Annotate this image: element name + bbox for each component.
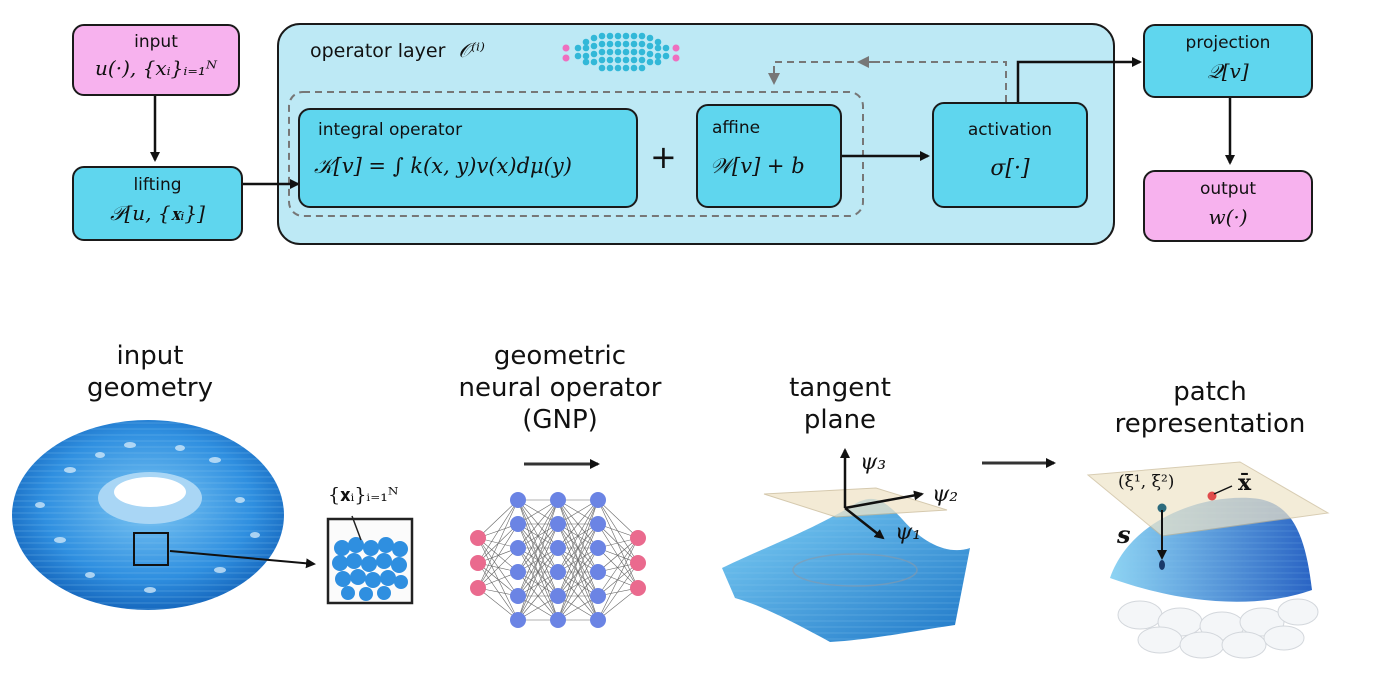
input-geometry-line2: geometry (86, 373, 213, 403)
nn-node (590, 516, 606, 532)
patch-line1: patch (1173, 377, 1247, 407)
psi3-label: ψ₃ (860, 450, 887, 475)
operator-dashed-frame (288, 91, 864, 217)
projection-formula: 𝒬[v] (1207, 59, 1249, 83)
integral-operator-box: integral operator 𝒦[v] = ∫ k(x, y)v(x)dμ… (298, 108, 638, 208)
nn-node (550, 564, 566, 580)
affine-formula: 𝒲[v] + b (710, 154, 805, 178)
nn-node (470, 555, 486, 571)
integral-operator-label: integral operator (318, 120, 463, 140)
tangent-line1: tangent (789, 373, 891, 403)
nn-node (510, 540, 526, 556)
nn-node (630, 580, 646, 596)
patch-line2: representation (1114, 409, 1306, 439)
input-box: input u(·), {xᵢ}ᵢ₌₁ᴺ (72, 24, 240, 96)
input-label: input (134, 32, 178, 52)
integral-operator-formula: 𝒦[v] = ∫ k(x, y)v(x)dμ(y) (314, 154, 572, 178)
tangent-plane-illustration (722, 448, 970, 642)
output-formula: w(·) (1208, 205, 1248, 229)
nn-node (590, 612, 606, 628)
affine-box: affine 𝒲[v] + b (696, 104, 842, 208)
nn-node (470, 580, 486, 596)
psi1-label: ψ₁ (895, 520, 922, 545)
plus-sign: + (650, 138, 677, 176)
xi-label: (ξ¹, ξ²) (1118, 472, 1175, 492)
input-geometry-caption: input geometry (60, 340, 240, 404)
nn-node (550, 612, 566, 628)
nn-node (510, 516, 526, 532)
lifting-formula: 𝒫[u, {𝐱ᵢ}] (110, 201, 205, 225)
xbar-label: x̄ (1238, 470, 1252, 496)
points-box-illustration (326, 515, 414, 605)
nn-node (550, 492, 566, 508)
input-formula: u(·), {xᵢ}ᵢ₌₁ᴺ (95, 56, 217, 80)
lifting-label: lifting (133, 175, 182, 195)
gno-line1: geometric (493, 341, 627, 371)
nn-node (550, 588, 566, 604)
nn-node (590, 588, 606, 604)
gno-caption: geometric neural operator (GNP) (420, 340, 700, 436)
nn-node (590, 492, 606, 508)
arrow-activation-to-projection (1016, 57, 1142, 102)
patch-illustration (1086, 461, 1330, 659)
nn-node (630, 555, 646, 571)
nn-node (590, 564, 606, 580)
operator-layer-formula: 𝒪⁽ⁱ⁾ (458, 38, 485, 62)
affine-label: affine (712, 118, 761, 138)
psi2-label: ψ₂ (932, 482, 959, 507)
points-set-label: {𝐱ᵢ}ᵢ₌₁ᴺ (328, 484, 399, 506)
tangent-line2: plane (803, 405, 877, 435)
projection-box: projection 𝒬[v] (1143, 24, 1313, 98)
zoom-square (133, 532, 169, 566)
activation-box: activation σ[·] (932, 102, 1088, 208)
feedback-dashed-arrow (768, 61, 1007, 102)
output-label: output (1199, 179, 1257, 199)
nn-node (510, 492, 526, 508)
neural-network-illustration (470, 492, 646, 628)
nn-node (550, 540, 566, 556)
projection-label: projection (1185, 33, 1271, 53)
nn-node (590, 540, 606, 556)
nn-node (470, 530, 486, 546)
zoom-arrow (169, 550, 316, 569)
activation-formula: σ[·] (990, 156, 1030, 181)
nn-node (630, 530, 646, 546)
s-label: s (1117, 520, 1131, 549)
torus-geometry-illustration (12, 420, 284, 610)
mini-network-icon (562, 32, 680, 72)
gno-line3: (GNP) (522, 405, 598, 435)
nn-node (510, 588, 526, 604)
patch-caption: patch representation (1090, 376, 1330, 440)
operator-layer-label: operator layer (310, 40, 446, 62)
gno-line2: neural operator (458, 373, 662, 403)
lifting-box: lifting 𝒫[u, {𝐱ᵢ}] (72, 166, 243, 241)
nn-node (510, 612, 526, 628)
tangent-caption: tangent plane (750, 372, 930, 436)
output-box: output w(·) (1143, 170, 1313, 242)
nn-node (510, 564, 526, 580)
nn-node (550, 516, 566, 532)
input-geometry-line1: input (116, 341, 184, 371)
activation-label: activation (967, 120, 1053, 140)
operator-layer-title: operator layer 𝒪⁽ⁱ⁾ (310, 38, 485, 62)
